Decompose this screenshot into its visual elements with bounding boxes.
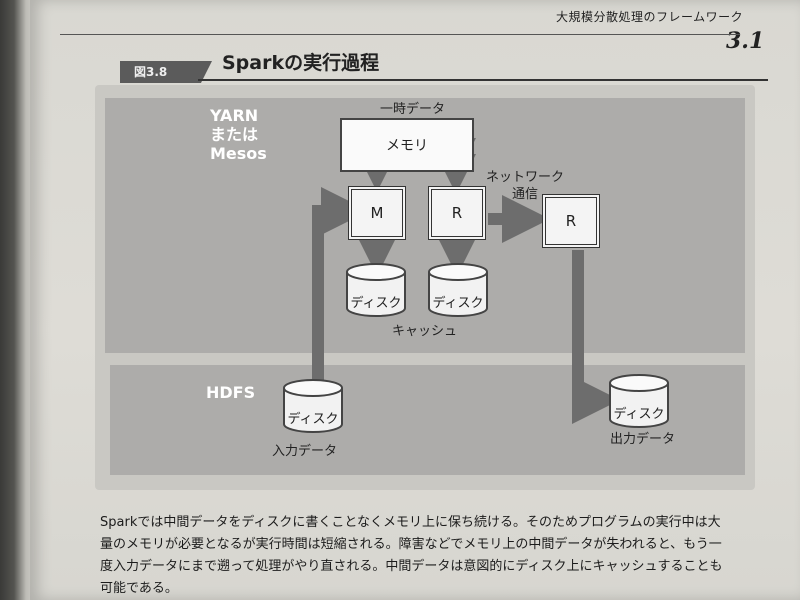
- cache-label: キャッシュ: [392, 324, 458, 339]
- figure-title: Sparkの実行過程: [222, 52, 380, 74]
- disk-icon: [283, 379, 343, 433]
- cache-disk-2: ディスク: [427, 262, 489, 318]
- input-disk: ディスク: [282, 378, 344, 434]
- map-node: M: [348, 186, 406, 240]
- network-label-line-1: ネットワーク: [486, 170, 565, 185]
- map-node-label: M: [370, 204, 384, 222]
- input-to-map-arrow: [312, 187, 369, 382]
- disk-label: ディスク: [432, 296, 484, 311]
- yarn-label-line-2: または: [210, 125, 259, 144]
- disk-label: ディスク: [287, 412, 339, 427]
- input-data-label: 入力データ: [272, 444, 338, 459]
- body-line-2: 量のメモリが必要となるが実行時間は短縮される。障害などでメモリ上の中間データが失…: [100, 537, 722, 552]
- figure-number-label: 図3.8: [120, 61, 212, 83]
- reduce-to-output-arrow: [572, 250, 620, 424]
- reduce-node: R: [428, 186, 486, 240]
- section-number: 3.1: [726, 28, 765, 54]
- network-label-line-2: 通信: [512, 187, 539, 202]
- hdfs-label: HDFS: [206, 383, 256, 402]
- disk-label: ディスク: [613, 407, 665, 422]
- memory-box: メモリ: [340, 118, 474, 172]
- memory-label: メモリ: [386, 138, 428, 154]
- remote-reduce-node-label: R: [565, 212, 577, 230]
- yarn-label-line-3: Mesos: [210, 144, 267, 163]
- disk-label: ディスク: [350, 296, 402, 311]
- yarn-mesos-label: YARN または Mesos: [210, 106, 267, 163]
- body-paragraph: Sparkでは中間データをディスクに書くことなくメモリ上に保ち続ける。そのためプ…: [100, 512, 760, 600]
- disk-icon: [428, 263, 488, 317]
- temp-data-label: 一時データ: [380, 102, 446, 117]
- running-head: 大規模分散処理のフレームワーク: [556, 10, 744, 24]
- disk-icon: [609, 374, 669, 428]
- remote-reduce-node: R: [542, 194, 600, 248]
- header-rule: [60, 34, 740, 35]
- body-line-3: 度入力データにまで遡って処理がやり直される。中間データは意図的にディスク上にキャ…: [100, 559, 723, 574]
- network-label: ネットワーク 通信: [486, 169, 564, 203]
- output-disk: ディスク: [608, 373, 670, 429]
- disk-icon: [346, 263, 406, 317]
- figure-title-rule: [198, 79, 768, 81]
- output-data-label: 出力データ: [610, 432, 676, 447]
- reduce-node-label: R: [451, 204, 463, 222]
- cache-disk-1: ディスク: [345, 262, 407, 318]
- body-line-1: Sparkでは中間データをディスクに書くことなくメモリ上に保ち続ける。そのためプ…: [100, 515, 721, 530]
- body-line-4: 可能である。: [100, 581, 178, 596]
- yarn-label-line-1: YARN: [210, 106, 259, 125]
